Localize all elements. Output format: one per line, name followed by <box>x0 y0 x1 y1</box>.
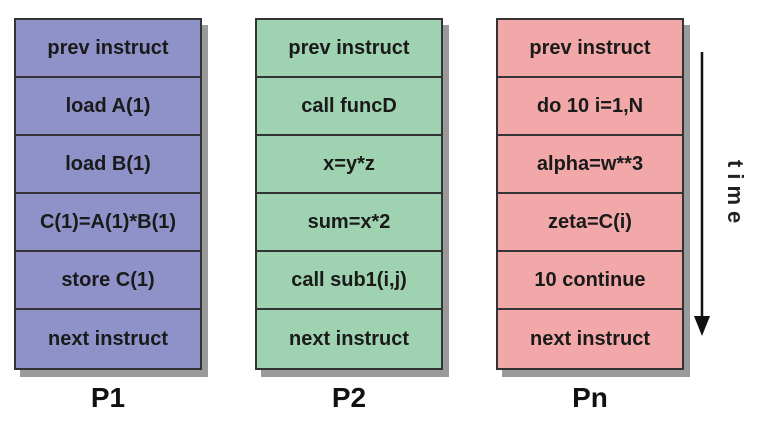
processor-label-p1: P1 <box>90 382 126 413</box>
instruction-cell: sum=x*2 <box>257 194 441 252</box>
instruction-cell: prev instruct <box>257 20 441 78</box>
instruction-cell: prev instruct <box>16 20 200 78</box>
instruction-cell: do 10 i=1,N <box>498 78 682 136</box>
processor-label-p2: P2 <box>331 382 367 413</box>
instruction-cell: C(1)=A(1)*B(1) <box>16 194 200 252</box>
instruction-cell: store C(1) <box>16 252 200 310</box>
instruction-cell: 10 continue <box>498 252 682 310</box>
instruction-cell: call funcD <box>257 78 441 136</box>
instruction-cell: next instruct <box>529 327 651 350</box>
instruction-cell: next instruct <box>288 327 410 350</box>
instruction-cell: zeta=C(i) <box>498 194 682 252</box>
instruction-cell: prev instruct <box>498 20 682 78</box>
instruction-cell: alpha=w**3 <box>498 136 682 194</box>
instruction-cell: next instruct <box>47 327 169 350</box>
processor-p2-column: prev instruct call funcD x=y*z sum=x*2 c… <box>255 18 443 370</box>
instruction-cell: load A(1) <box>16 78 200 136</box>
instruction-cell: load B(1) <box>16 136 200 194</box>
time-arrow-icon <box>694 52 710 336</box>
time-label: time <box>723 160 748 230</box>
instruction-cell: x=y*z <box>257 136 441 194</box>
processor-p1-column: prev instruct load A(1) load B(1) C(1)=A… <box>14 18 202 370</box>
processor-pn-column: prev instruct do 10 i=1,N alpha=w**3 zet… <box>496 18 684 370</box>
processor-label-pn: Pn <box>572 382 608 413</box>
instruction-cell: call sub1(i,j) <box>257 252 441 310</box>
